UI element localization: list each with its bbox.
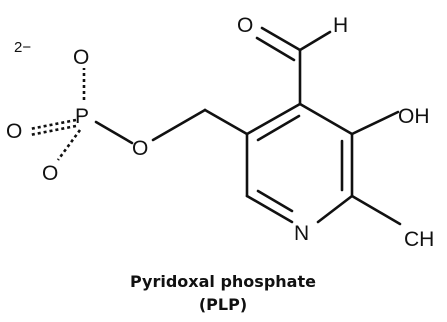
ring-bond-2 xyxy=(298,102,354,136)
bond-c-h xyxy=(298,30,332,52)
ring-double-1 xyxy=(256,114,301,142)
atom-p: P xyxy=(75,105,89,128)
ring-bond-5 xyxy=(245,194,294,224)
bond-p-o-left-a xyxy=(29,118,77,131)
ring-bond-4 xyxy=(316,194,354,224)
atom-o-bottom: O xyxy=(42,162,58,185)
ring-bond-1 xyxy=(245,102,302,136)
ring-double-3 xyxy=(256,189,294,213)
bond-p-o-left-b xyxy=(29,124,77,137)
caption-abbrev: (PLP) xyxy=(199,295,247,314)
atom-h-aldehyde: H xyxy=(333,14,348,37)
bond-ring-ch3 xyxy=(350,194,402,226)
bond-p-o-ester xyxy=(94,120,134,145)
atom-ch3: CH xyxy=(404,228,434,251)
bond-o-ch2 xyxy=(151,108,207,142)
bond-c-o-a xyxy=(260,26,302,52)
atom-o-ester: O xyxy=(132,137,148,160)
atom-o-aldehyde: O xyxy=(237,14,253,37)
bond-c-o-b xyxy=(255,36,296,62)
bond-ch2-ring xyxy=(203,108,249,136)
bond-ring-oh xyxy=(350,110,400,136)
atom-o-left: O xyxy=(6,120,22,143)
atom-n: N xyxy=(294,222,309,245)
atom-oh: OH xyxy=(398,105,430,128)
bond-p-o-bottom xyxy=(56,129,82,161)
atom-o-top: O xyxy=(73,46,89,69)
caption-title: Pyridoxal phosphate xyxy=(130,272,316,291)
charge-label: 2− xyxy=(14,39,31,56)
